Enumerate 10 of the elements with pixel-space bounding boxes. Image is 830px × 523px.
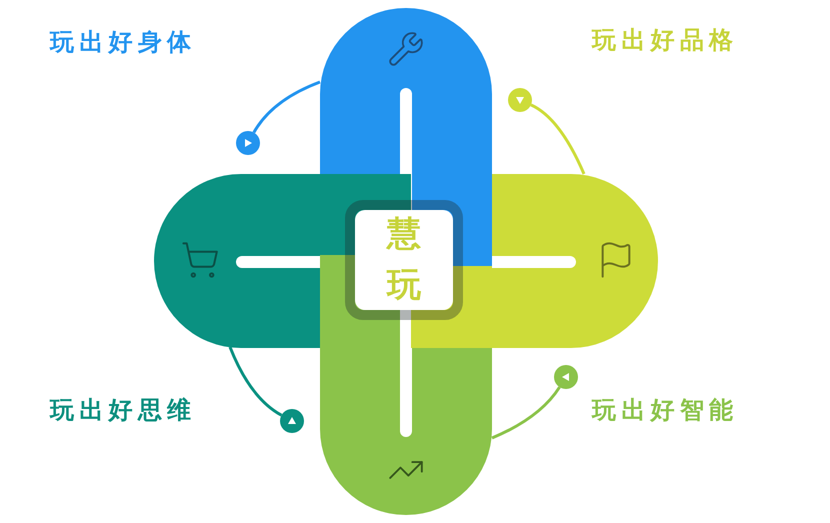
curved-connector [228, 346, 282, 417]
section-title: 玩出好品格 [592, 25, 738, 56]
curved-connector [530, 104, 586, 175]
section-title: 玩出好身体 [50, 27, 196, 58]
section-title: 玩出好思维 [50, 395, 196, 426]
curved-connector [252, 80, 321, 134]
curved-connector [491, 386, 561, 440]
center-card [345, 200, 463, 320]
section-title: 玩出好智能 [592, 395, 738, 426]
center-title: 慧玩 [387, 213, 421, 307]
